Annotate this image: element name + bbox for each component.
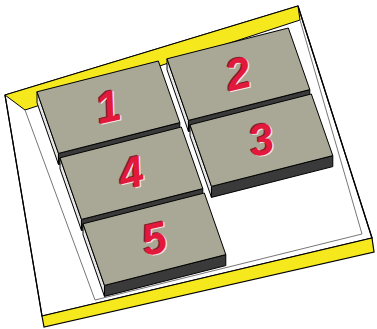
tile-top [190, 94, 333, 186]
puzzle-tile: 3 [188, 92, 335, 199]
tray-left-rim [5, 95, 42, 316]
tile-top [83, 193, 226, 285]
puzzle-tile: 5 [81, 191, 228, 298]
tray-floor [5, 6, 372, 316]
